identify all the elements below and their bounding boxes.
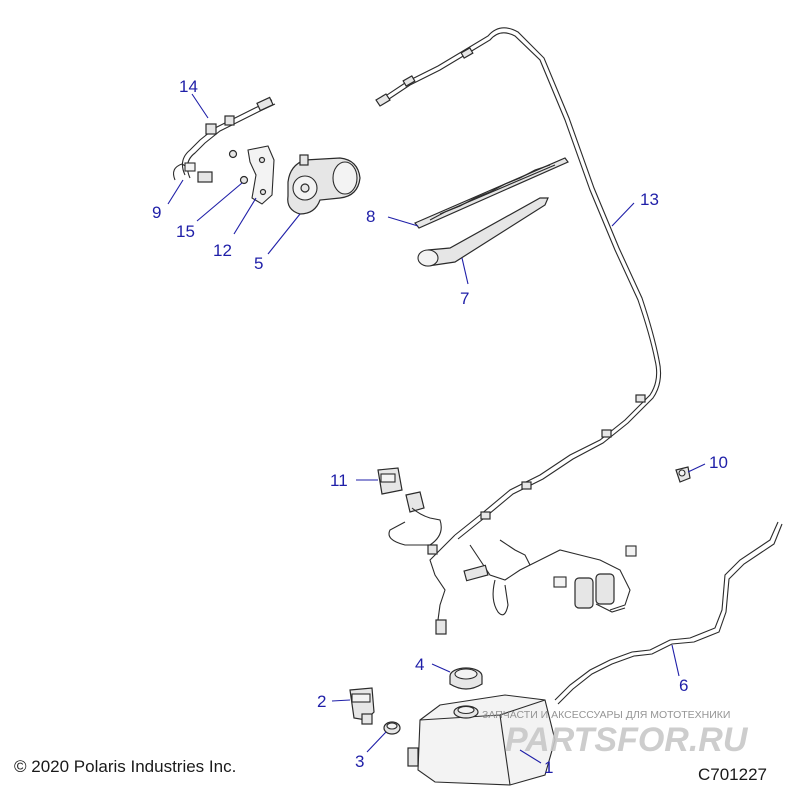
callout-7: 7 — [460, 289, 469, 308]
main-harness — [388, 507, 637, 635]
switch-11 — [377, 467, 425, 513]
callout-5: 5 — [254, 254, 263, 273]
callout-3: 3 — [355, 752, 364, 771]
callout-1: 1 — [544, 758, 553, 777]
callout-4: 4 — [415, 655, 424, 674]
callout-leaders — [167, 93, 706, 764]
screws-15 — [228, 149, 249, 185]
callout-15: 15 — [176, 222, 195, 241]
washer-hose-13 — [375, 27, 662, 540]
copyright-notice: © 2020 Polaris Industries Inc. — [14, 757, 237, 776]
harness-14 — [181, 96, 276, 179]
callout-14: 14 — [179, 77, 198, 96]
grommet-10 — [675, 466, 691, 483]
reservoir-cap-4 — [449, 667, 483, 690]
callout-9: 9 — [152, 203, 161, 222]
callout-8: 8 — [366, 207, 375, 226]
wiper-arm-7 — [417, 197, 549, 267]
watermark: ЗАПЧАСТИ И АКСЕССУАРЫ ДЛЯ МОТОТЕХНИКИ PA… — [482, 709, 749, 759]
wiper-blade-8 — [414, 157, 569, 229]
callout-6: 6 — [679, 676, 688, 695]
callout-numbers: 1 2 3 4 5 6 7 8 9 10 11 12 13 14 15 — [152, 77, 728, 777]
wiper-motor-5 — [287, 154, 361, 215]
bracket-12 — [247, 145, 275, 205]
connector-9 — [173, 162, 213, 183]
callout-2: 2 — [317, 692, 326, 711]
washer-hose-6 — [554, 521, 783, 705]
callout-12: 12 — [213, 241, 232, 260]
callout-11: 11 — [330, 471, 348, 490]
callout-10: 10 — [709, 453, 728, 472]
reservoir-tank-1 — [407, 694, 556, 786]
washer-pump-2 — [349, 687, 375, 725]
grommet-3 — [383, 721, 401, 735]
watermark-logo: PARTSFOR.RU — [505, 721, 749, 759]
callout-13: 13 — [640, 190, 659, 209]
watermark-tagline: ЗАПЧАСТИ И АКСЕССУАРЫ ДЛЯ МОТОТЕХНИКИ — [482, 709, 730, 721]
figure-code: C701227 — [698, 765, 768, 784]
